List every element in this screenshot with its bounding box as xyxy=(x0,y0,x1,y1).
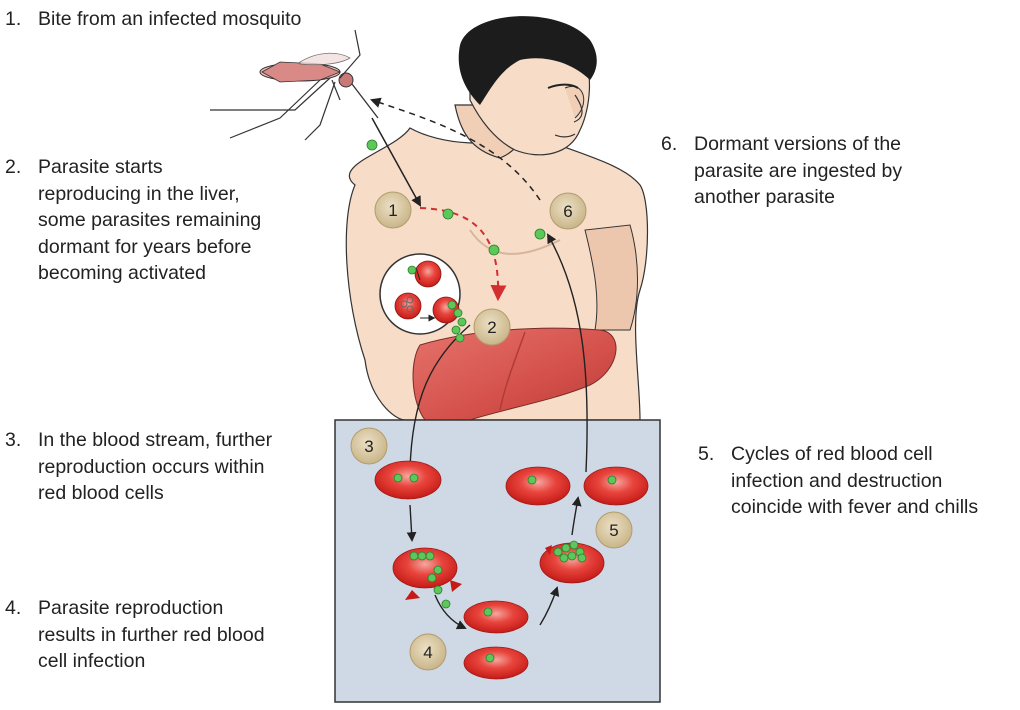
svg-text:4: 4 xyxy=(423,643,432,662)
badge-3: 3 xyxy=(350,427,388,465)
rbc-stage4-b xyxy=(463,646,529,680)
caption-5-text: Cycles of red blood cell infection and d… xyxy=(731,443,979,518)
return-arrow xyxy=(370,97,541,201)
badge-2: 2 xyxy=(473,308,511,346)
badge-4: 4 xyxy=(409,633,447,671)
parasites xyxy=(366,139,617,663)
caption-5-number: 5. xyxy=(698,443,715,465)
right-arm xyxy=(584,224,638,331)
badge-6: 6 xyxy=(549,192,587,230)
svg-text:2: 2 xyxy=(487,318,496,337)
mosquito xyxy=(210,29,379,141)
caption-6-text: Dormant versions of the parasite are ing… xyxy=(694,133,903,208)
step-badges: 1 2 3 4 5 6 xyxy=(350,191,633,671)
rbc-stage4-bursting xyxy=(392,547,458,589)
caption-1-text: Bite from an infected mosquito xyxy=(38,8,302,30)
caption-2-text: Parasite starts reproducing in the liver… xyxy=(38,156,262,284)
svg-text:3: 3 xyxy=(364,437,373,456)
caption-3-text: In the blood stream, further reproductio… xyxy=(38,429,273,504)
caption-4-text: Parasite reproduction results in further… xyxy=(38,597,265,672)
caption-1-number: 1. xyxy=(5,8,22,30)
chest-shadow xyxy=(469,229,561,255)
badge-5: 5 xyxy=(595,511,633,549)
mouth xyxy=(554,133,576,138)
badge-1: 1 xyxy=(374,191,412,229)
nose xyxy=(573,94,583,123)
rbc-stage3 xyxy=(374,460,442,500)
rbc-stage5-b xyxy=(583,466,649,506)
blood-to-site6-arrow xyxy=(547,233,588,473)
caption-6-number: 6. xyxy=(661,133,678,155)
eyebrow xyxy=(547,83,579,89)
svg-text:1: 1 xyxy=(388,201,397,220)
red-blood-cells xyxy=(374,460,649,680)
ear xyxy=(564,85,585,119)
svg-text:5: 5 xyxy=(609,521,618,540)
caption-4-number: 4. xyxy=(5,597,22,619)
liver-cells-magnified xyxy=(379,253,461,335)
bite-arrow xyxy=(371,117,422,207)
svg-text:6: 6 xyxy=(563,202,572,221)
hair xyxy=(458,16,597,105)
rbc-stage5-a xyxy=(505,466,571,506)
rbc-stage4-a xyxy=(463,600,529,634)
caption-2-number: 2. xyxy=(5,156,22,178)
liver-arrow xyxy=(419,207,507,302)
caption-3-number: 3. xyxy=(5,429,22,451)
